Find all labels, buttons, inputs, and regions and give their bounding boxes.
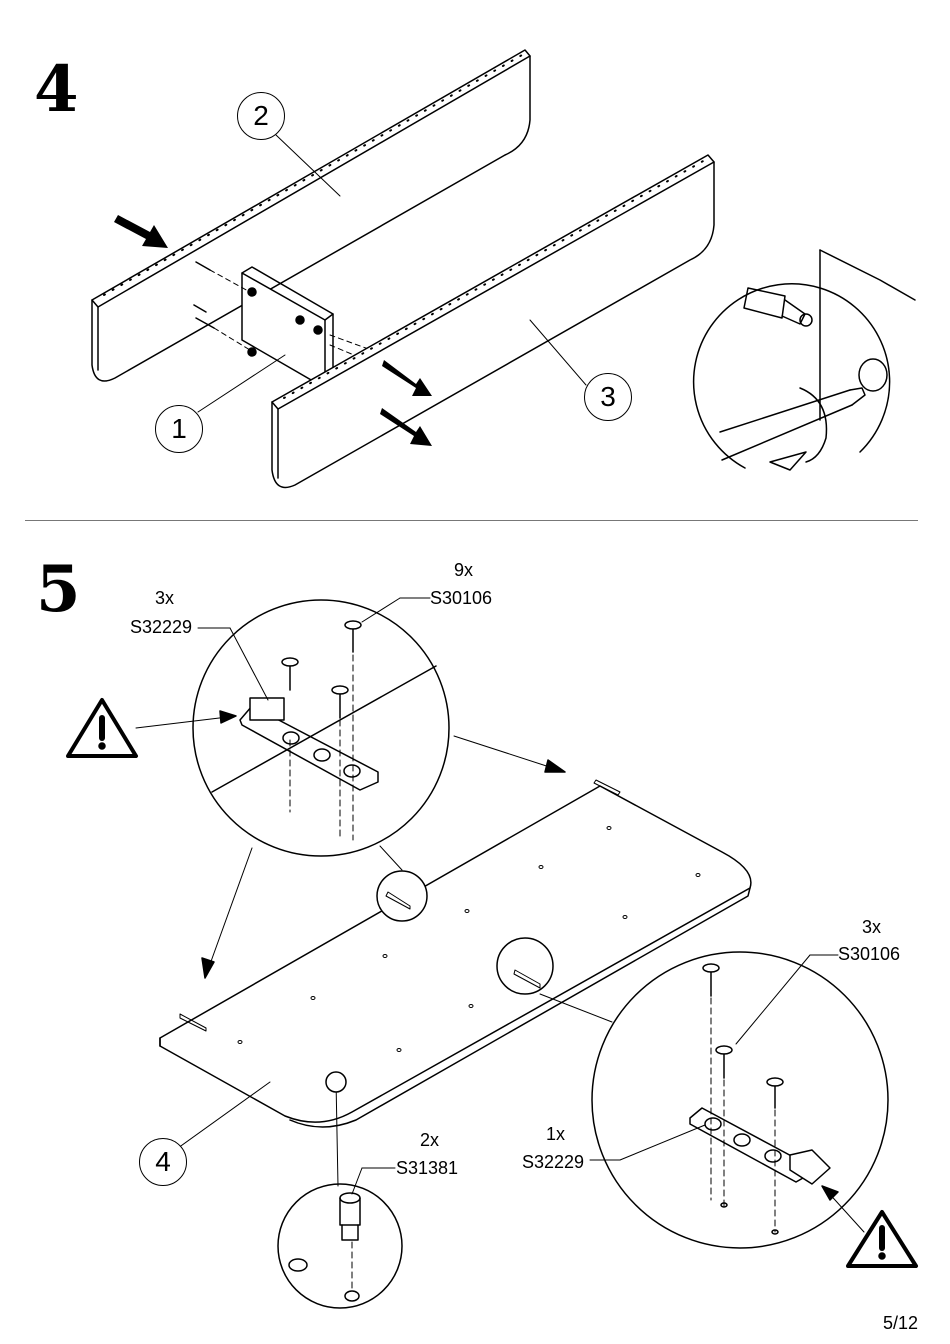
hinge-plate-icon bbox=[689, 1107, 831, 1185]
callout-panel-3: 3 bbox=[584, 373, 632, 421]
part-code-s30106-bottom: S30106 bbox=[838, 944, 901, 964]
arrow-icon bbox=[114, 215, 432, 446]
dowel-icon bbox=[193, 261, 215, 329]
dowel-icon bbox=[339, 1192, 361, 1241]
callout-panel-1: 1 bbox=[155, 405, 203, 453]
detail-circle-hinge-bottom bbox=[591, 951, 889, 1249]
detail-circle-dowel bbox=[277, 1183, 403, 1309]
callout-panel-2: 2 bbox=[237, 92, 285, 140]
part-code-s30106-top: S30106 bbox=[430, 588, 493, 608]
cam-bolt bbox=[743, 287, 813, 327]
detail-circle-cam-lock bbox=[692, 249, 916, 471]
part-code-s32229-bottom: S32229 bbox=[522, 1152, 585, 1172]
warning-icon bbox=[846, 1210, 918, 1268]
part-qty-s32229-top: 3x bbox=[155, 588, 175, 608]
page-number: 5/12 bbox=[882, 1313, 918, 1333]
part-qty-s31381: 2x bbox=[420, 1130, 440, 1150]
panel-2-holes bbox=[103, 54, 523, 296]
part-qty-s30106-top: 9x bbox=[454, 560, 474, 580]
board-holes bbox=[237, 826, 701, 1052]
screwdriver-icon bbox=[719, 387, 866, 471]
panel-2 bbox=[91, 49, 531, 382]
part-qty-s32229-bottom: 1x bbox=[546, 1124, 566, 1144]
cam-lock bbox=[858, 358, 888, 392]
panel-3 bbox=[271, 154, 715, 489]
panel-1 bbox=[241, 266, 334, 389]
step-4-number: 4 bbox=[34, 52, 79, 127]
board-4 bbox=[159, 785, 752, 1128]
part-code-s32229-top: S32229 bbox=[130, 617, 193, 637]
warning-icon bbox=[66, 698, 237, 758]
step-5-number: 5 bbox=[36, 552, 81, 627]
part-code-s31381: S31381 bbox=[396, 1158, 459, 1178]
callout-board-4: 4 bbox=[139, 1138, 187, 1186]
step-divider bbox=[25, 520, 918, 521]
hinge-plate-icon bbox=[239, 697, 379, 791]
part-qty-s30106-bottom: 3x bbox=[862, 917, 882, 937]
screw-icon bbox=[281, 620, 362, 719]
screw-icon bbox=[702, 963, 784, 1109]
detail-circle-hinge-top bbox=[192, 599, 450, 857]
